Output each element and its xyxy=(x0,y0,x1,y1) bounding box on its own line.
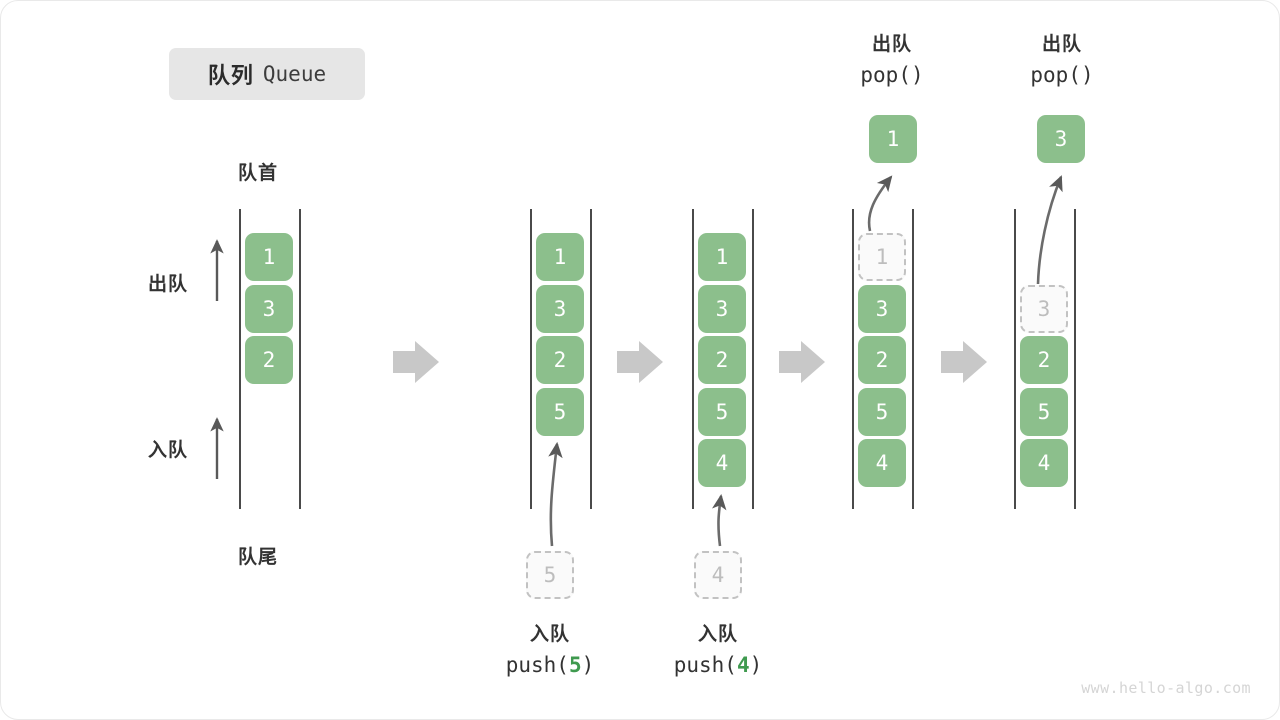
step-arrow-2 xyxy=(617,341,663,383)
push-4-operation-label: 入队 push(4) xyxy=(633,621,803,681)
queue-cell: 1 xyxy=(698,233,746,281)
column-rail-left xyxy=(1014,209,1016,509)
pop-1-operation-label: 出队 pop() xyxy=(806,31,978,91)
pop-3-label-cn: 出队 xyxy=(1041,34,1082,55)
column-rail-left xyxy=(239,209,241,509)
pop-3-operation-label: 出队 pop() xyxy=(976,31,1148,91)
queue-cell: 2 xyxy=(245,336,293,384)
rear-label: 队尾 xyxy=(238,547,279,568)
queue-cell: 1 xyxy=(245,233,293,281)
title-chinese: 队列 xyxy=(207,63,254,88)
column-rail-left xyxy=(852,209,854,509)
queue-cell: 5 xyxy=(858,387,906,436)
column-rail-left xyxy=(530,209,532,509)
pop-3-label-code: pop() xyxy=(1030,62,1094,87)
push-4-label-cn: 入队 xyxy=(697,624,738,645)
popped-cell-1: 1 xyxy=(869,115,917,163)
pop-1-label-cn: 出队 xyxy=(871,34,912,55)
pending-push-cell-5: 5 xyxy=(526,551,574,599)
push-4-label-code: push(4) xyxy=(673,652,763,677)
column-rail-right xyxy=(590,209,592,509)
column-rail-right xyxy=(299,209,301,509)
column-rail-right xyxy=(912,209,914,509)
step-arrow-1 xyxy=(393,341,439,383)
queue-cell-ghost: 1 xyxy=(858,233,906,281)
step-arrow-3 xyxy=(779,341,825,383)
queue-cell: 2 xyxy=(1020,336,1068,384)
queue-cell: 4 xyxy=(1020,439,1068,487)
popped-cell-3: 3 xyxy=(1037,115,1085,163)
queue-cell: 2 xyxy=(536,336,584,384)
queue-cell: 5 xyxy=(1020,387,1068,436)
queue-cell: 2 xyxy=(698,336,746,384)
queue-cell: 4 xyxy=(858,439,906,487)
queue-cell: 5 xyxy=(698,387,746,436)
queue-cell: 3 xyxy=(698,284,746,333)
site-watermark: www.hello-algo.com xyxy=(1081,679,1251,697)
queue-cell: 5 xyxy=(536,387,584,436)
queue-cell: 2 xyxy=(858,336,906,384)
queue-cell: 3 xyxy=(536,284,584,333)
column-rail-right xyxy=(1074,209,1076,509)
pending-push-cell-4: 4 xyxy=(694,551,742,599)
queue-cell: 3 xyxy=(245,284,293,333)
column-rail-left xyxy=(692,209,694,509)
push-5-label-code: push(5) xyxy=(505,652,595,677)
pop-1-label-code: pop() xyxy=(860,62,924,87)
enqueue-arrow-label: 入队 xyxy=(148,440,189,461)
queue-cell-ghost: 3 xyxy=(1020,284,1068,333)
push-5-operation-label: 入队 push(5) xyxy=(465,621,635,681)
dequeue-arrow-label: 出队 xyxy=(148,274,189,295)
queue-cell: 4 xyxy=(698,439,746,487)
diagram-title-badge: 队列 Queue xyxy=(169,48,365,100)
queue-cell: 1 xyxy=(536,233,584,281)
queue-cell: 3 xyxy=(858,284,906,333)
column-rail-right xyxy=(752,209,754,509)
front-label: 队首 xyxy=(238,163,279,184)
step-arrow-4 xyxy=(941,341,987,383)
push-5-label-cn: 入队 xyxy=(529,624,570,645)
title-english: Queue xyxy=(262,62,327,86)
